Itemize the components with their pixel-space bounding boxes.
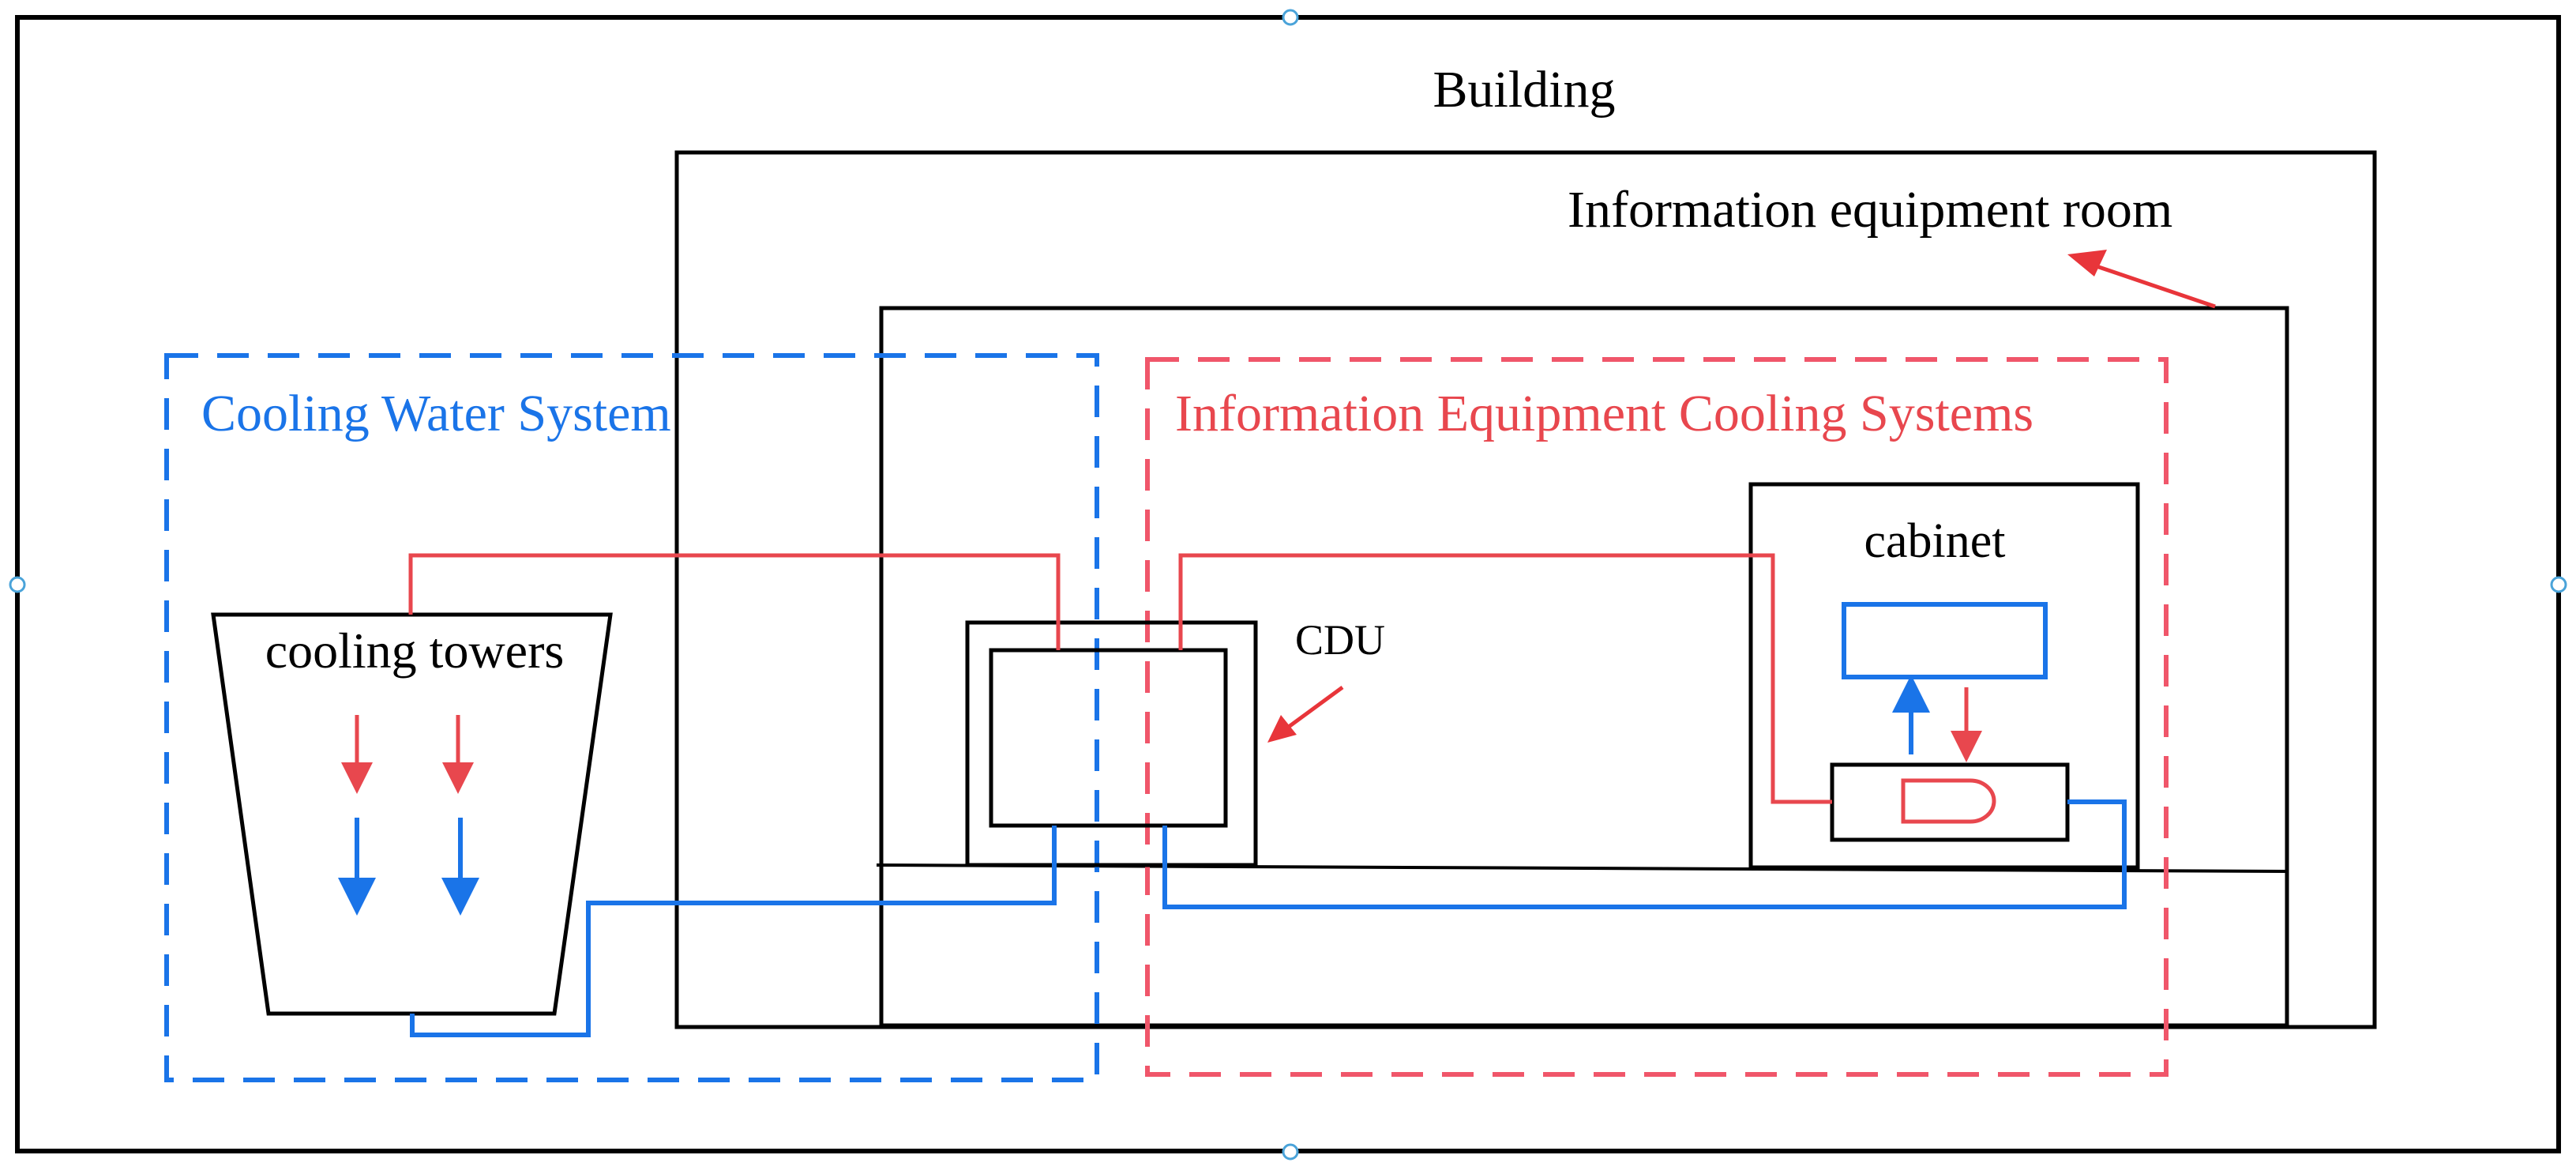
building-box <box>674 150 2377 1029</box>
cabinet-pump-icon <box>1901 778 1996 824</box>
cdu-pointer-arrow <box>1267 685 1344 743</box>
hot-pipe-tower-to-cdu <box>408 553 1061 650</box>
cabinet-cold-plate-unit <box>1830 762 2070 842</box>
frame-handle-right[interactable] <box>2550 576 2567 593</box>
frame-handle-top[interactable] <box>1282 9 1299 26</box>
equipment-room-label: Information equipment room <box>1568 181 2172 239</box>
cabinet-server-module <box>1842 602 2048 679</box>
frame-handle-left[interactable] <box>9 576 26 593</box>
cdu-label: CDU <box>1295 616 1385 664</box>
room-pointer-arrow <box>2067 250 2216 309</box>
cooling-tower <box>211 612 613 1016</box>
hot-pipe-cdu-to-cabinet <box>1178 553 1832 804</box>
cabinet-box <box>1748 482 2140 870</box>
cold-pipe-cabinet-to-cdu <box>1162 799 2127 909</box>
cdu-outer-box <box>965 620 1258 867</box>
cabinet-label: cabinet <box>1864 514 2005 568</box>
tower-flow-arrows <box>338 715 479 916</box>
cooling-water-system-label: Cooling Water System <box>201 385 671 442</box>
frame-handle-bottom[interactable] <box>1282 1143 1299 1161</box>
cold-pipe-cdu-to-tower <box>410 826 1057 1037</box>
it-cooling-systems-boundary <box>1145 357 2169 1077</box>
cooling-water-system-boundary <box>164 353 1099 1082</box>
it-cooling-systems-label: Information Equipment Cooling Systems <box>1175 385 2033 442</box>
building-label: Building <box>1433 61 1615 119</box>
outer-frame <box>15 15 2561 1153</box>
cooling-towers-label: cooling towers <box>265 623 565 679</box>
equipment-room-box <box>879 306 2289 1028</box>
cdu-inner-box <box>989 648 1228 828</box>
